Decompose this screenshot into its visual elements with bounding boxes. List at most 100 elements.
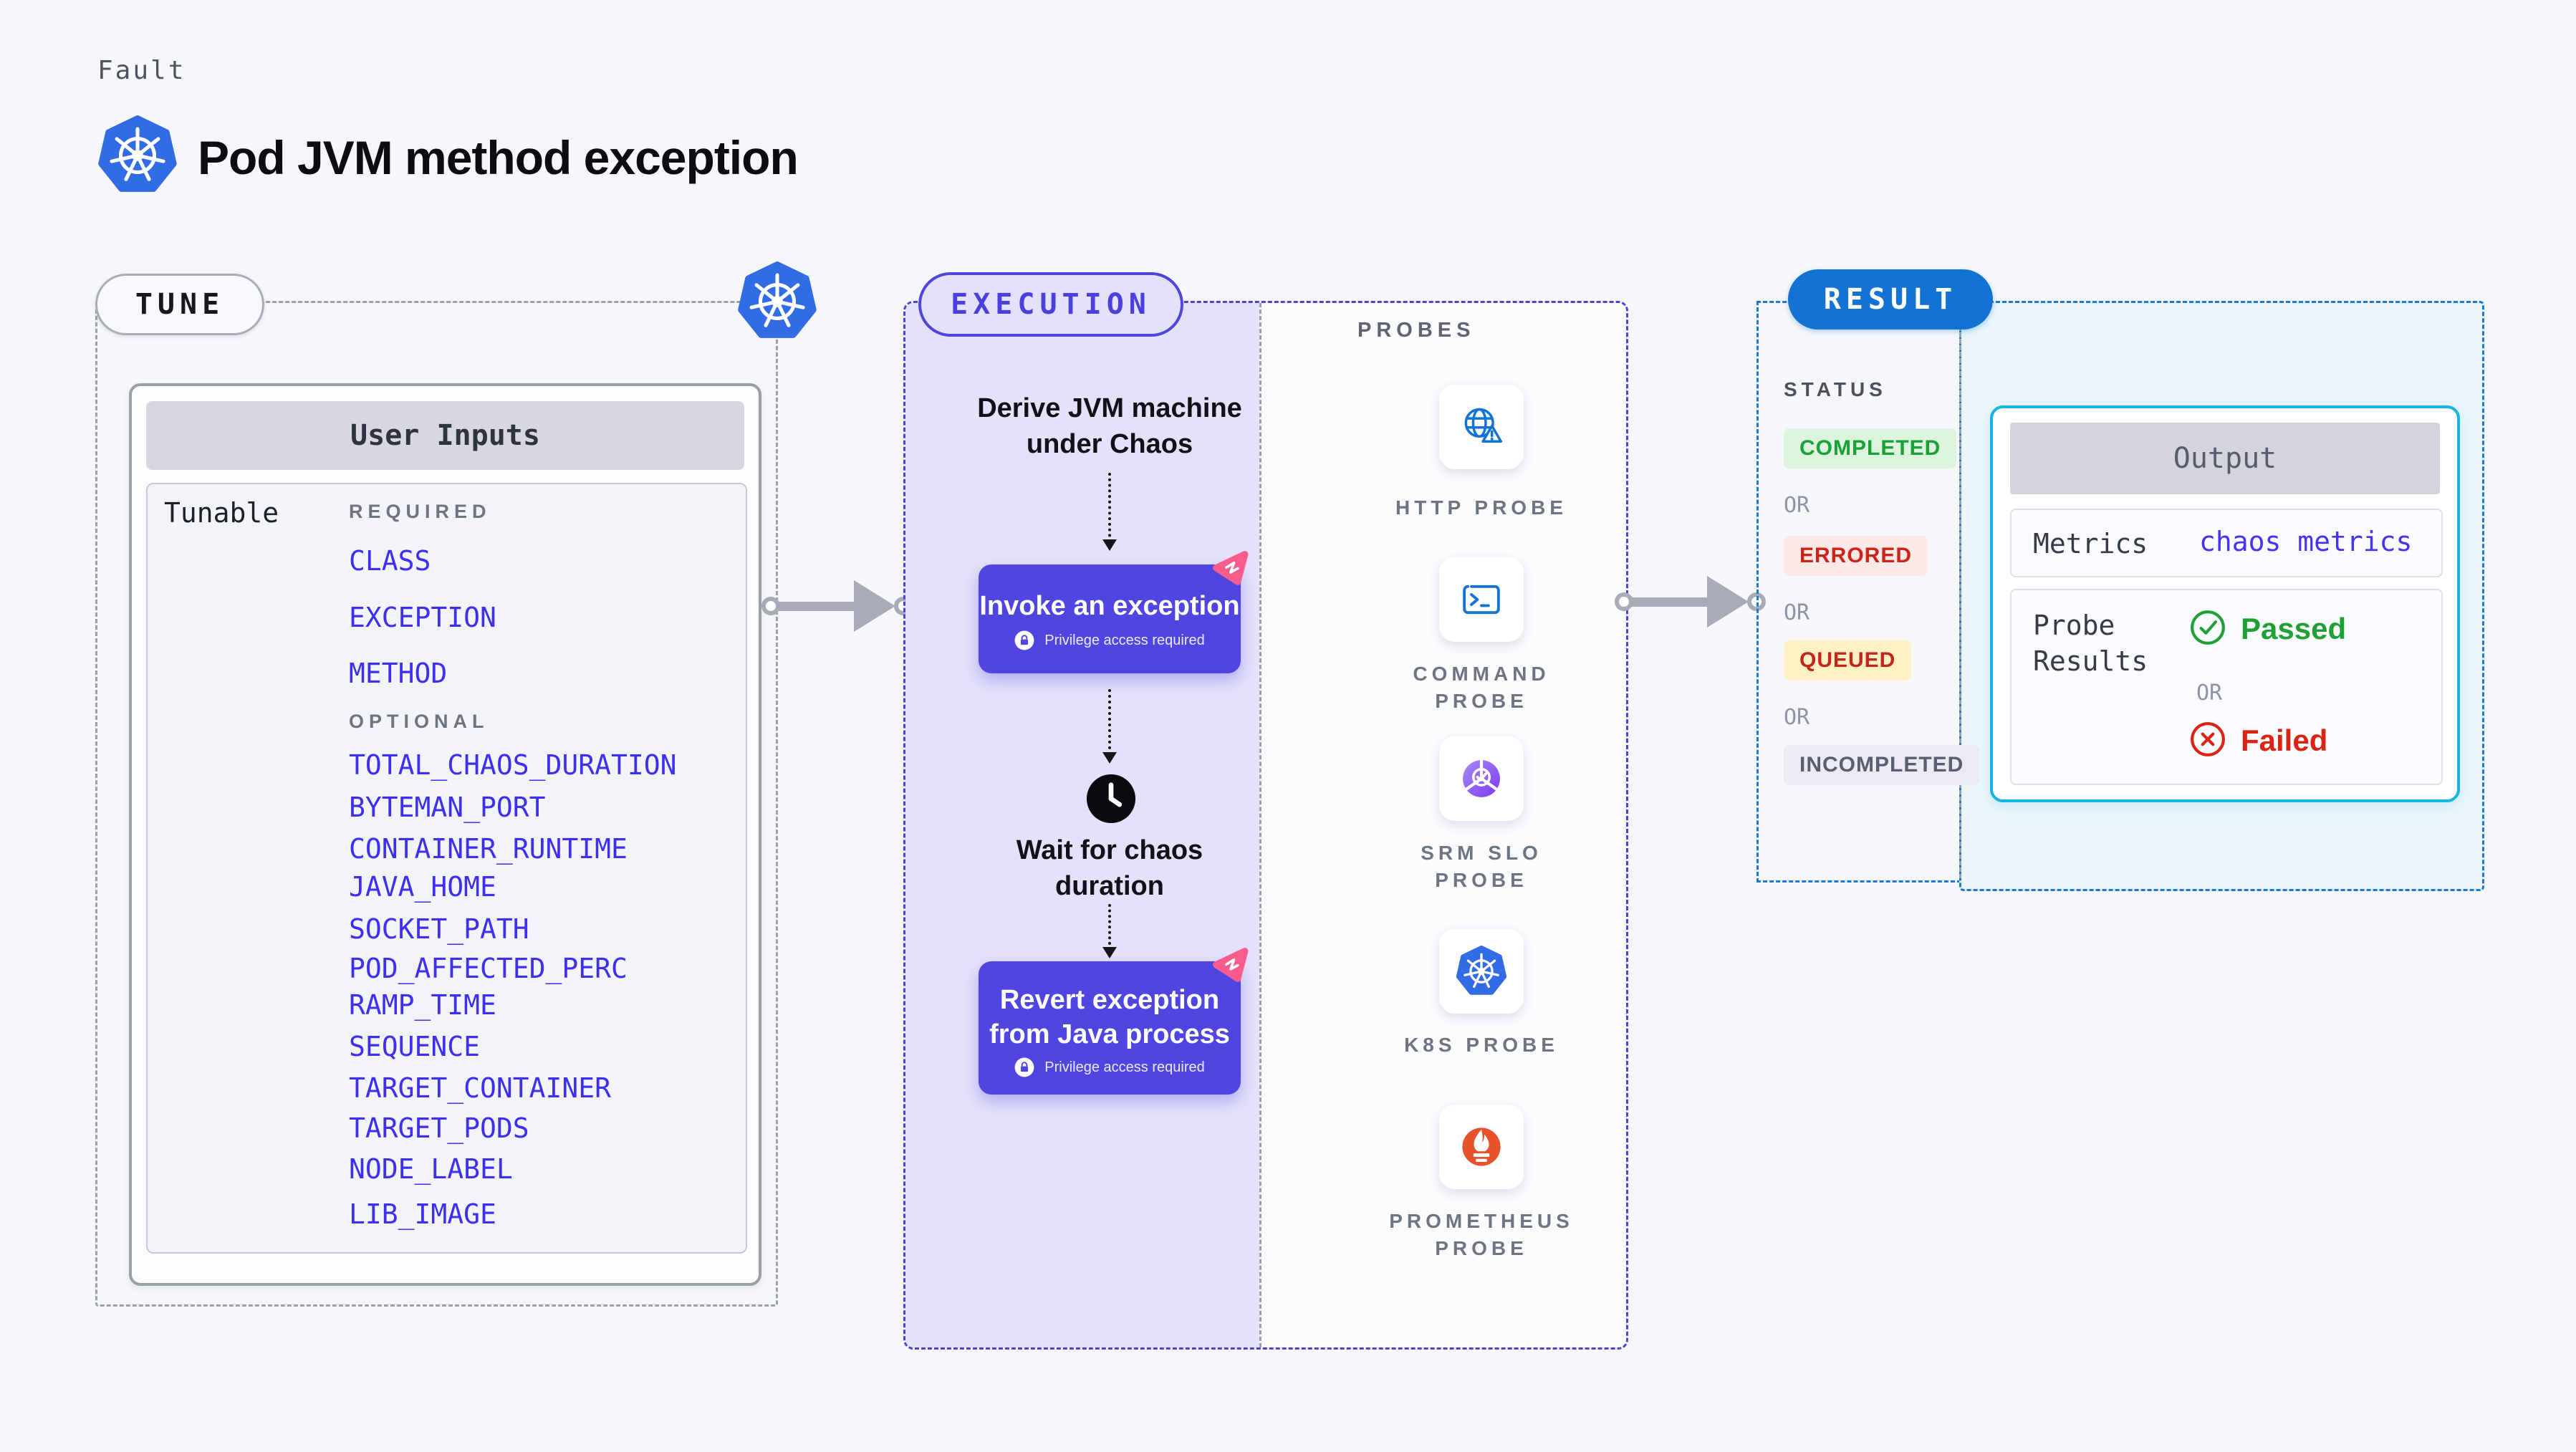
probe-label-line: PROBE	[1435, 690, 1528, 712]
metrics-row: Metrics chaos metrics	[2010, 509, 2443, 577]
probe-results-label-line2: Results	[2033, 645, 2148, 677]
litmus-chaos-icon	[1213, 948, 1249, 982]
passed-label: Passed	[2241, 612, 2347, 645]
tunables-list-box	[146, 483, 747, 1254]
prometheus-probe-tile[interactable]	[1439, 1105, 1524, 1189]
execution-probes-divider	[1259, 303, 1261, 1347]
env-var-link[interactable]: JAVA_HOME	[349, 871, 496, 903]
probe-label-line: PROBE	[1435, 1237, 1528, 1259]
derive-step-text: Derive JVM machine under Chaos	[974, 390, 1246, 462]
probe-results-row: Probe Results Passed OR Failed	[2010, 589, 2443, 785]
or-separator: OR	[2196, 681, 2223, 706]
output-card-title: Output	[2010, 423, 2440, 494]
slo-donut-check-icon	[1463, 758, 1500, 797]
passed-check-icon	[2191, 610, 2225, 645]
probe-label: PROMETHEUS PROBE	[1367, 1208, 1596, 1262]
probe-results-label-line1: Probe	[2033, 610, 2115, 641]
probe-label: COMMAND PROBE	[1367, 660, 1596, 715]
env-var-link[interactable]: METHOD	[349, 658, 448, 689]
probe-label-line: PROMETHEUS	[1389, 1210, 1574, 1232]
flow-arrow-down	[1102, 473, 1117, 551]
tunable-row-label: Tunable	[164, 497, 279, 529]
env-var-link[interactable]: CLASS	[349, 545, 431, 577]
privilege-row: Privilege access required	[979, 630, 1241, 650]
user-inputs-card: User Inputs Tunable REQUIRED CLASS EXCEP…	[129, 383, 761, 1286]
env-var-link[interactable]: LIB_IMAGE	[349, 1198, 496, 1230]
privilege-label: Privilege access required	[1044, 1059, 1205, 1075]
env-var-link[interactable]: SOCKET_PATH	[349, 913, 529, 945]
kubernetes-icon	[98, 115, 177, 192]
env-var-link[interactable]: TARGET_PODS	[349, 1112, 529, 1144]
result-divider	[1959, 301, 1961, 878]
revert-exception-node: Revert exception from Java process Privi…	[979, 948, 1249, 1095]
wait-step-line1: Wait for chaos	[1016, 835, 1203, 865]
http-probe-tile[interactable]	[1439, 385, 1524, 469]
probe-label: SRM SLO PROBE	[1367, 840, 1596, 894]
terminal-icon	[1463, 585, 1500, 615]
probe-results-label: Probe Results	[2033, 607, 2148, 679]
or-separator: OR	[1784, 705, 1810, 730]
revert-exception-title: Revert exception from Java process	[979, 983, 1241, 1052]
srm-slo-probe-tile[interactable]	[1439, 736, 1524, 821]
tune-section-box	[95, 301, 778, 1307]
probe-label-line: SRM SLO	[1421, 842, 1542, 864]
invoke-exception-node: Invoke an exception Privilege access req…	[979, 551, 1249, 673]
globe-warning-icon	[1464, 408, 1503, 443]
privilege-row: Privilege access required	[979, 1057, 1241, 1077]
probe-label-line: PROBE	[1435, 869, 1528, 891]
page-title: Pod JVM method exception	[198, 131, 799, 184]
env-var-link[interactable]: RAMP_TIME	[349, 989, 496, 1021]
probes-panel-label: PROBES	[1357, 319, 1476, 342]
result-badge: RESULT	[1788, 269, 1993, 330]
flow-arrow-down	[1102, 689, 1117, 764]
revert-title-line1: Revert exception	[999, 985, 1220, 1015]
or-separator: OR	[1784, 493, 1810, 518]
kubernetes-icon	[738, 261, 817, 338]
execution-badge: EXECUTION	[918, 272, 1183, 337]
execution-section-box	[903, 301, 1628, 1350]
fault-eyebrow: Fault	[97, 56, 186, 85]
probe-label-line: K8S PROBE	[1404, 1034, 1559, 1056]
k8s-probe-tile[interactable]	[1439, 929, 1524, 1014]
env-var-link[interactable]: SEQUENCE	[349, 1031, 481, 1062]
env-var-link[interactable]: CONTAINER_RUNTIME	[349, 833, 628, 865]
execution-flow-panel	[905, 303, 1259, 1347]
status-badge-incompleted: INCOMPLETED	[1784, 745, 1980, 785]
invoke-exception-title: Invoke an exception	[979, 591, 1240, 621]
env-var-link[interactable]: NODE_LABEL	[349, 1153, 513, 1185]
env-var-link[interactable]: TARGET_CONTAINER	[349, 1072, 612, 1104]
probe-label-line: HTTP PROBE	[1395, 496, 1567, 519]
required-group-label: REQUIRED	[349, 501, 491, 522]
command-probe-tile[interactable]	[1439, 557, 1524, 642]
env-var-link[interactable]: EXCEPTION	[349, 602, 496, 633]
revert-title-line2: from Java process	[989, 1019, 1230, 1049]
user-inputs-header: User Inputs	[146, 401, 744, 470]
tune-badge: TUNE	[95, 274, 264, 335]
wait-step-text: Wait for chaos duration	[974, 832, 1246, 904]
clock-icon	[1086, 774, 1136, 824]
derive-step-line2: under Chaos	[1026, 429, 1193, 459]
env-var-link[interactable]: POD_AFFECTED_PERC	[349, 953, 628, 984]
lock-icon	[1014, 1057, 1034, 1077]
env-var-link[interactable]: BYTEMAN_PORT	[349, 792, 546, 823]
lock-icon	[1014, 630, 1034, 650]
output-card: Output Metrics chaos metrics Probe Resul…	[1990, 405, 2460, 802]
failed-x-icon	[2191, 722, 2225, 756]
or-separator: OR	[1784, 600, 1810, 625]
chaos-metrics-link[interactable]: chaos metrics	[2199, 526, 2413, 557]
privilege-label: Privilege access required	[1044, 632, 1205, 648]
status-badge-queued: QUEUED	[1784, 640, 1912, 681]
env-var-link[interactable]: TOTAL_CHAOS_DURATION	[349, 749, 677, 781]
metrics-label: Metrics	[2033, 528, 2148, 559]
failed-label: Failed	[2241, 723, 2328, 757]
probe-label: HTTP PROBE	[1367, 494, 1596, 521]
litmus-chaos-icon	[1213, 551, 1249, 585]
status-column-label: STATUS	[1784, 378, 1887, 400]
kubernetes-icon	[1456, 946, 1507, 995]
flow-arrow-down	[1102, 904, 1117, 958]
status-badge-errored: ERRORED	[1784, 536, 1928, 576]
optional-group-label: OPTIONAL	[349, 711, 489, 732]
status-badge-completed: COMPLETED	[1784, 428, 1957, 468]
probe-label-line: COMMAND	[1413, 663, 1550, 685]
